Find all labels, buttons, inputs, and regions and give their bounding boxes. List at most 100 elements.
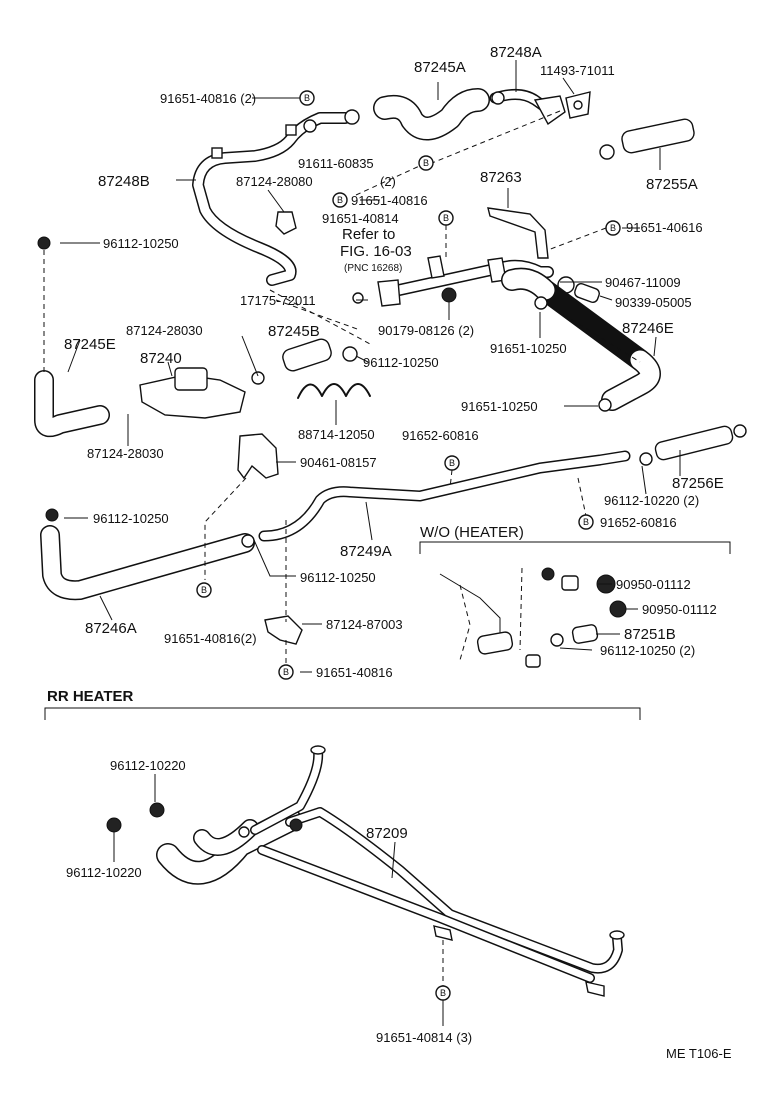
label-96112-10250-a: 96112-10250 (103, 236, 179, 251)
hose-87245B (282, 338, 332, 372)
label-91611-60835: 91611-60835 (298, 156, 374, 171)
label-91651-10250-a: 91651-10250 (490, 341, 567, 356)
svg-text:B: B (201, 585, 207, 595)
clamps-top (37, 91, 612, 412)
label-91652-60816-b: 91652-60816 (600, 515, 677, 530)
svg-text:B: B (583, 517, 589, 527)
part-87255A (599, 118, 695, 160)
bolt-marker: B (418, 155, 434, 171)
label-87245E: 87245E (64, 336, 116, 353)
label-91652-60816-a: 91652-60816 (402, 428, 479, 443)
label-87245B: 87245B (268, 323, 320, 340)
bolt-marker: B (444, 455, 460, 471)
bolt-markers: B B B B B B B B B B (196, 90, 621, 1001)
label-87248B: 87248B (98, 173, 150, 190)
label-87124-28080: 87124-28080 (236, 174, 313, 189)
label-90950-01112-a: 90950-01112 (616, 577, 691, 592)
bolt-marker: B (299, 90, 315, 106)
label-91651-40816-2b: 91651-40816(2) (164, 631, 257, 646)
label-87240: 87240 (140, 350, 182, 367)
label-91611-qty: (2) (380, 174, 396, 189)
hose-87245A (373, 88, 490, 141)
bracket-87263 (487, 207, 549, 259)
label-87209: 87209 (366, 825, 408, 842)
gasket-11493 (565, 91, 591, 119)
label-87248A: 87248A (490, 44, 542, 61)
label-91651-40816-b: 91651-40816 (316, 665, 393, 680)
leader-lines (60, 60, 681, 673)
wo-heater-parts (439, 567, 627, 668)
label-87245A: 87245A (414, 59, 466, 76)
label-17175-72011: 17175-72011 (240, 293, 316, 308)
label-87246E: 87246E (622, 320, 674, 337)
label-pnc: (PNC 16268) (344, 263, 402, 274)
label-90339-05005: 90339-05005 (615, 295, 692, 310)
label-96112-10250-2: 96112-10250 (2) (600, 643, 695, 658)
label-87255A: 87255A (646, 176, 698, 193)
label-87251B: 87251B (624, 626, 676, 643)
label-fig-16-03: FIG. 16-03 (340, 243, 412, 260)
label-87263: 87263 (480, 169, 522, 186)
label-11493-71011: 11493-71011 (540, 63, 615, 78)
leader-lines-dashed (43, 110, 641, 664)
svg-text:B: B (440, 988, 446, 998)
bolt-marker: B (435, 985, 451, 1001)
label-91651-40816: 91651-40816 (351, 193, 428, 208)
label-96112-10220-b: 96112-10220 (66, 865, 142, 880)
label-90461-08157: 90461-08157 (300, 455, 377, 470)
label-91651-40814: 91651-40814 (322, 211, 399, 226)
parts-90467-90339 (557, 276, 600, 303)
wo-heater-bracket (419, 541, 731, 554)
valve-87240 (139, 367, 265, 419)
svg-text:B: B (283, 667, 289, 677)
pipe-87209 (156, 745, 625, 997)
svg-text:B: B (304, 93, 310, 103)
label-90950-01112-b: 90950-01112 (642, 602, 717, 617)
pipe-87249A (258, 450, 631, 542)
label-87256E: 87256E (672, 475, 724, 492)
label-87249A: 87249A (340, 543, 392, 560)
label-96112-10250-c: 96112-10250 (93, 511, 169, 526)
pipe-87248B (192, 112, 351, 286)
label-90467-11009: 90467-11009 (605, 275, 681, 290)
hose-87256E (639, 424, 747, 466)
bolt-marker: B (278, 664, 294, 680)
label-96112-10220-a: 96112-10220 (110, 758, 186, 773)
label-90179-08126: 90179-08126 (2) (378, 323, 474, 338)
svg-text:B: B (443, 213, 449, 223)
label-91651-40816-2: 91651-40816 (2) (160, 91, 256, 106)
label-87124-28030-a: 87124-28030 (126, 323, 203, 338)
clamp-87124-28080 (275, 211, 297, 235)
svg-text:B: B (449, 458, 455, 468)
label-91651-10250-b: 91651-10250 (461, 399, 538, 414)
label-refer-to: Refer to (342, 226, 395, 243)
label-91651-40616: 91651-40616 (626, 220, 703, 235)
svg-text:B: B (337, 195, 343, 205)
label-87246A: 87246A (85, 620, 137, 637)
spring-88714 (297, 383, 371, 399)
label-rr-heater: RR HEATER (47, 688, 134, 705)
label-wo-heater: W/O (HEATER) (420, 524, 524, 541)
rr-heater-bracket (44, 707, 641, 720)
svg-text:B: B (610, 223, 616, 233)
label-91651-40814-3: 91651-40814 (3) (376, 1030, 472, 1045)
label-96112-10220-2: 96112-10220 (2) (604, 493, 699, 508)
hose-87245E (34, 370, 110, 438)
part-labels: 87245A 87248A 11493-71011 91651-40816 (2… (47, 44, 732, 1061)
hose-87246E (501, 267, 661, 411)
bolt-marker: B (605, 220, 621, 236)
grommet-90179 (441, 287, 457, 303)
hose-87246A (40, 508, 255, 601)
label-87124-87003: 87124-87003 (326, 617, 403, 632)
leader-lines-rr (113, 774, 444, 1026)
bolt-marker: B (578, 514, 594, 530)
label-diagram-code: ME T106-E (666, 1046, 732, 1061)
label-88714-12050: 88714-12050 (298, 427, 375, 442)
label-87124-28030-b: 87124-28030 (87, 446, 164, 461)
bracket-90461 (237, 433, 279, 480)
label-96112-10250-d: 96112-10250 (300, 570, 376, 585)
clamp-87124-87003 (264, 615, 303, 645)
clamps-rr-heater (106, 802, 165, 833)
pipe-87248A (489, 89, 566, 126)
